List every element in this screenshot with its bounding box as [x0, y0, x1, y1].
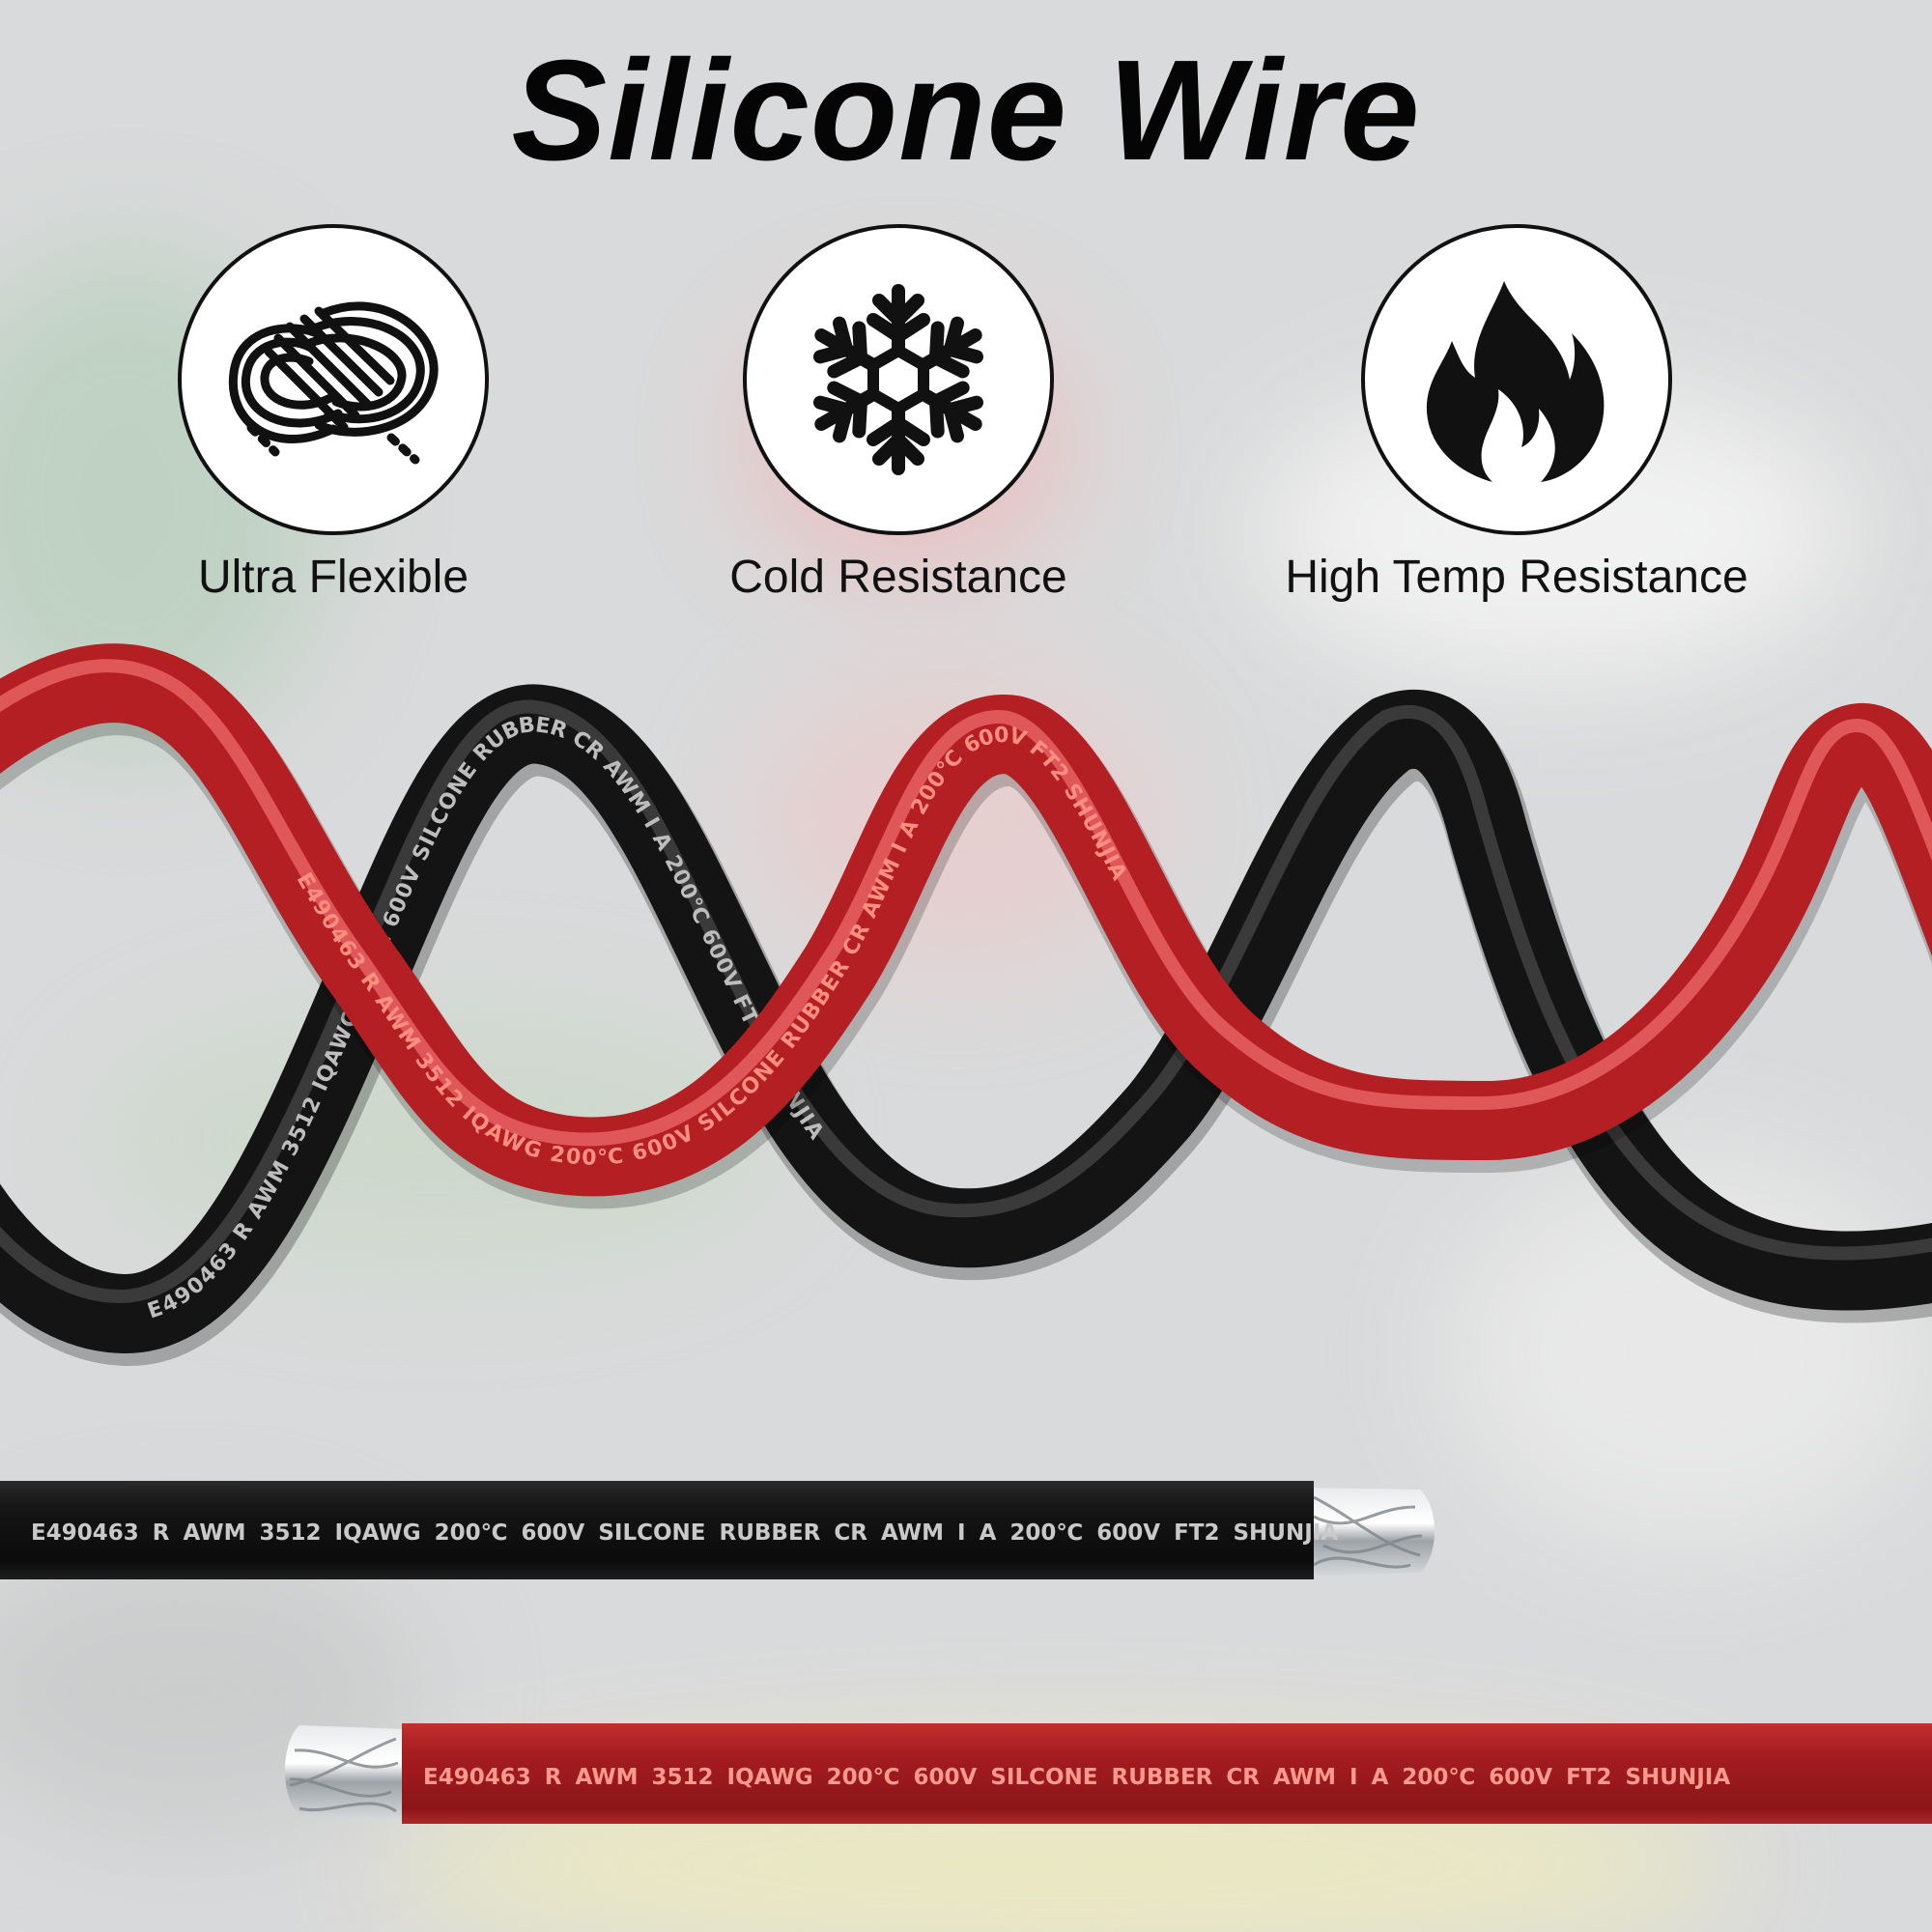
feature-ultra-flexible: Ultra Flexible [82, 224, 584, 604]
feature-circle [1361, 224, 1672, 535]
feature-label: Cold Resistance [729, 552, 1067, 603]
red-wire-label: E490463 R AWM 3512 IQAWG 200℃ 600V SILCO… [423, 1765, 1730, 1790]
feature-circle [743, 224, 1054, 535]
feature-cold-resistance: Cold Resistance [647, 224, 1150, 604]
feature-label: High Temp Resistance [1285, 552, 1748, 603]
red-wire-strands [285, 1725, 406, 1820]
flame-icon [1426, 281, 1605, 482]
coiled-rope-icon [228, 301, 439, 465]
black-wire-strands [1304, 1488, 1435, 1577]
feature-high-temp-resistance: High Temp Resistance [1265, 224, 1768, 604]
black-wire-jacket [0, 1481, 1314, 1579]
feature-label: Ultra Flexible [197, 552, 469, 603]
page-title: Silicone Wire [511, 31, 1421, 190]
snowflake-icon [802, 284, 995, 476]
black-wire-label: E490463 R AWM 3512 IQAWG 200℃ 600V SILCO… [31, 1520, 1338, 1546]
feature-circle [178, 224, 489, 535]
red-wire-jacket [402, 1723, 1932, 1824]
